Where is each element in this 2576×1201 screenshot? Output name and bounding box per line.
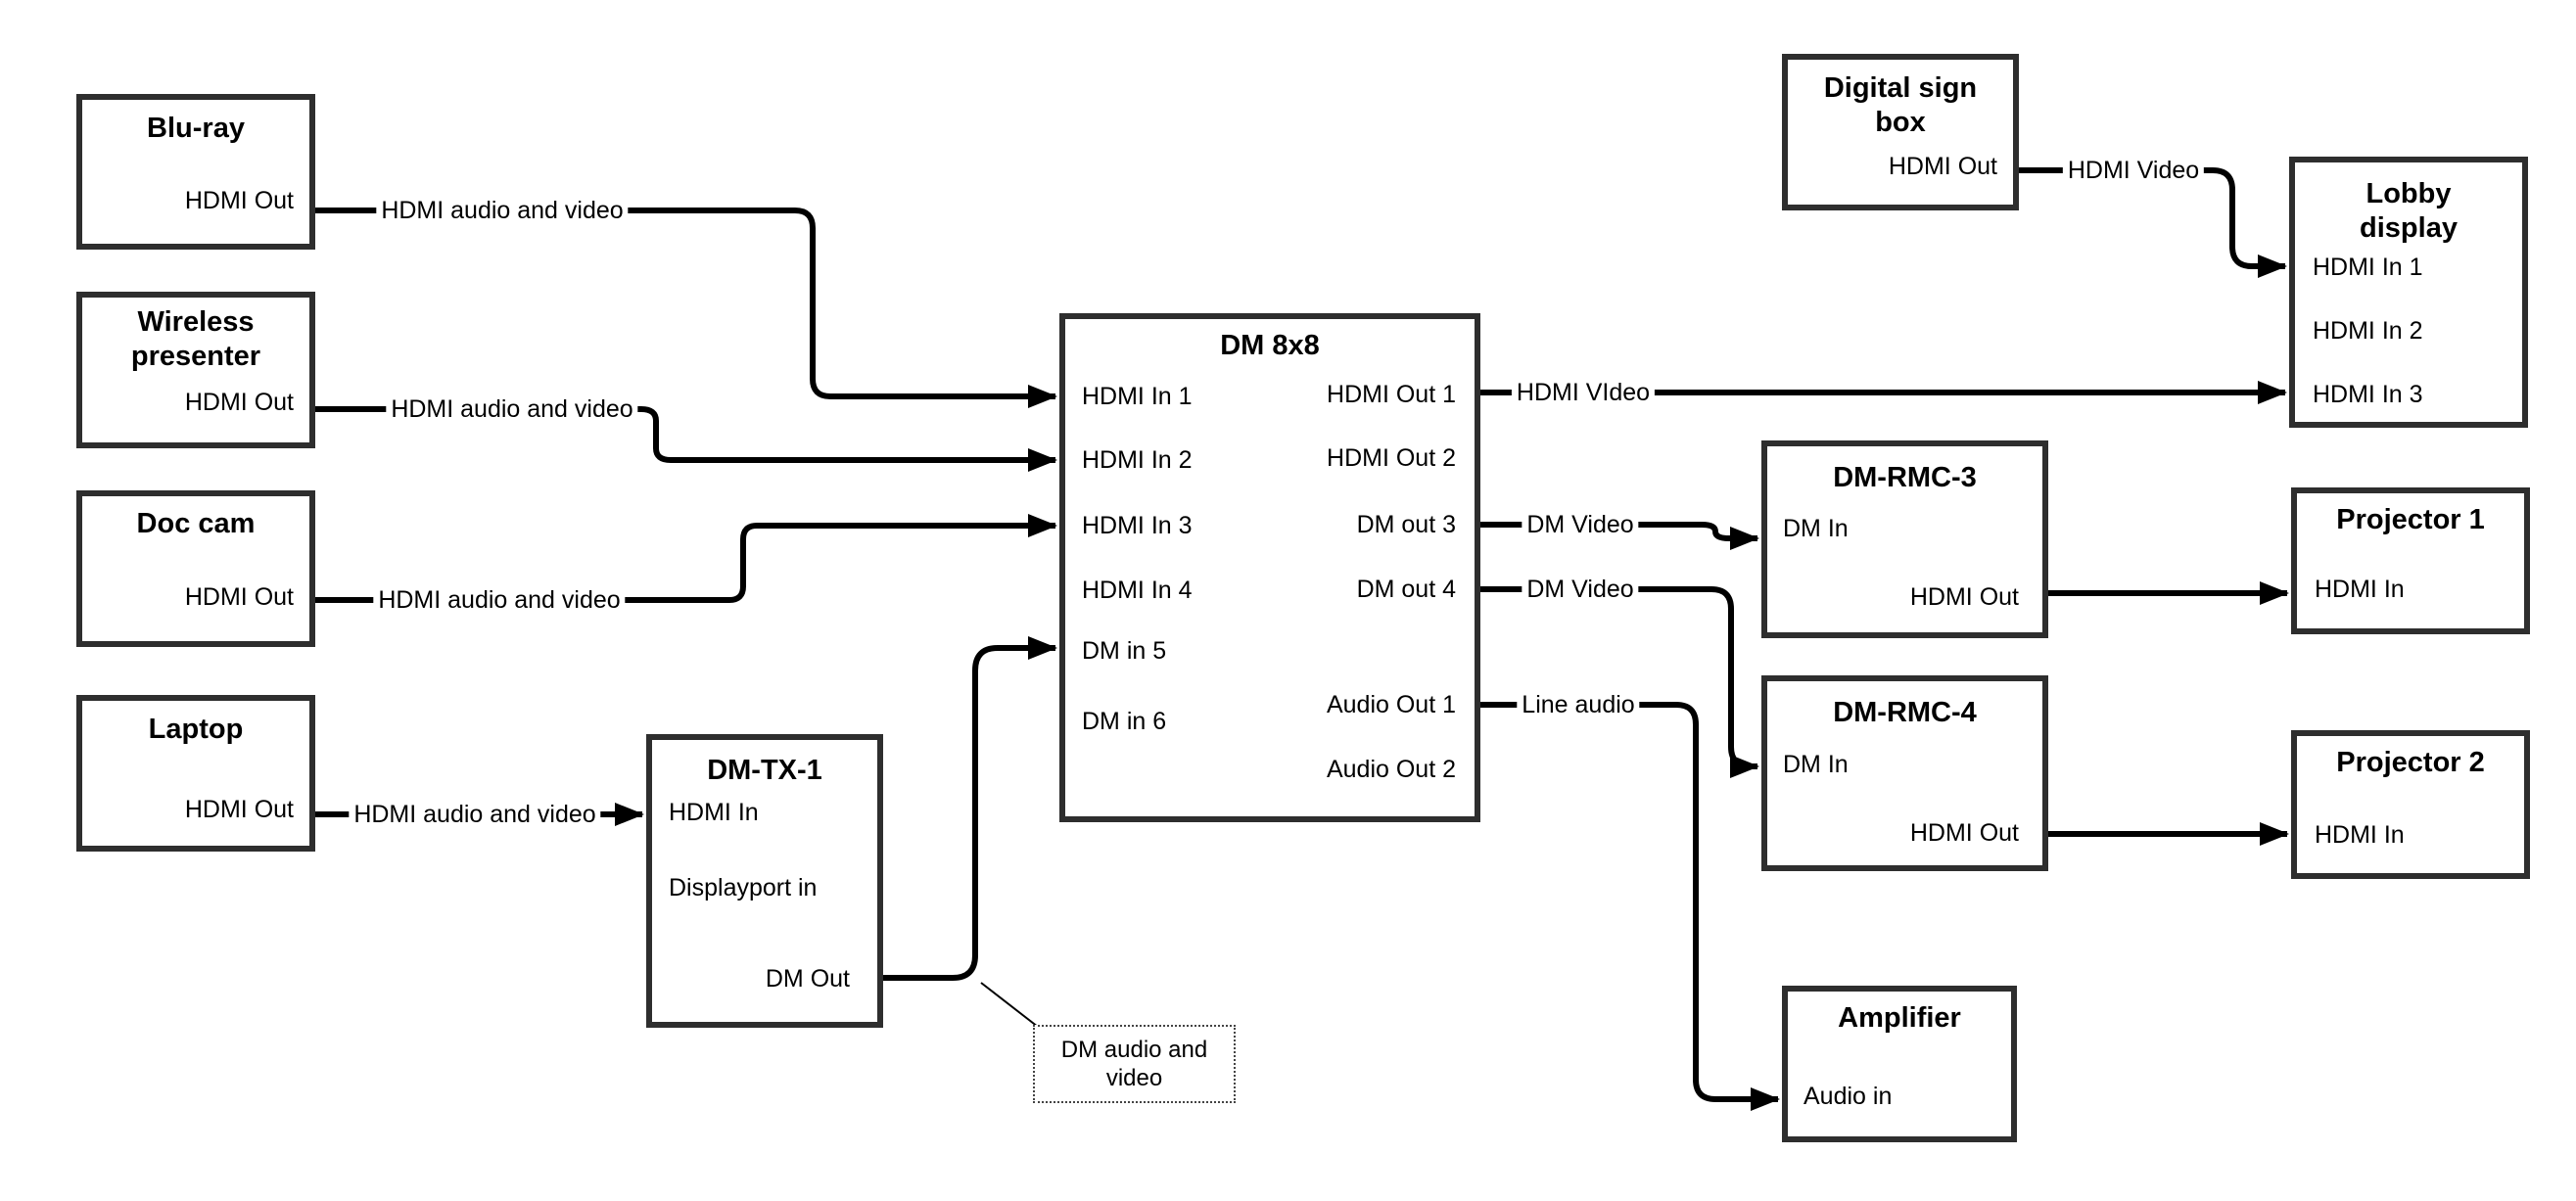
wire-label-dm-out4: DM Video bbox=[1522, 575, 1639, 604]
node-doc-cam-title: Doc cam bbox=[136, 508, 256, 539]
port-dmtx1-dm-out: DM Out bbox=[765, 965, 850, 993]
node-dm-8x8: DM 8x8 HDMI In 1 HDMI In 2 HDMI In 3 HDM… bbox=[1059, 313, 1480, 822]
port-lobby-hdmi-in-1: HDMI In 1 bbox=[2313, 254, 2423, 281]
node-digital-sign-box-title: Digital sign box bbox=[1823, 72, 1978, 138]
port-dm8x8-dm-out-3: DM out 3 bbox=[1356, 511, 1456, 538]
wire-dm8x8-out3-to-dmrmc3 bbox=[1480, 522, 1759, 550]
node-amplifier-title: Amplifier bbox=[1838, 1002, 1961, 1034]
node-dm-tx-1-title: DM-TX-1 bbox=[707, 755, 822, 786]
node-dm-tx-1: DM-TX-1 HDMI In Displayport in DM Out bbox=[646, 734, 883, 1028]
port-dmtx1-displayport-in: Displayport in bbox=[669, 874, 818, 901]
wire-bluray-to-dm8x8-in1 bbox=[315, 208, 1057, 408]
port-dm8x8-hdmi-out-2: HDMI Out 2 bbox=[1327, 444, 1456, 472]
node-projector-2: Projector 2 HDMI In bbox=[2291, 730, 2530, 879]
port-doccam-hdmi-out: HDMI Out bbox=[184, 583, 294, 611]
wire-dm8x8-out4-to-dmrmc4 bbox=[1480, 586, 1759, 778]
node-bluray-title: Blu-ray bbox=[147, 113, 245, 144]
wire-dmtx1-to-dm8x8-in5 bbox=[883, 636, 1057, 981]
port-dm8x8-hdmi-out-1: HDMI Out 1 bbox=[1327, 381, 1456, 408]
port-lobby-hdmi-in-3: HDMI In 3 bbox=[2313, 381, 2423, 408]
wire-label-doccam: HDMI audio and video bbox=[373, 585, 626, 615]
node-amplifier: Amplifier Audio in bbox=[1782, 986, 2017, 1142]
node-laptop: Laptop HDMI Out bbox=[76, 695, 315, 852]
wire-label-wireless: HDMI audio and video bbox=[386, 394, 638, 424]
wire-doccam-to-dm8x8-in3 bbox=[315, 514, 1057, 603]
wire-signbox-to-lobby-in1 bbox=[2019, 167, 2287, 278]
port-lobby-hdmi-in-2: HDMI In 2 bbox=[2313, 317, 2423, 345]
port-dm8x8-dm-in-5: DM in 5 bbox=[1082, 637, 1167, 665]
wire-dm8x8-aout1-to-amplifier bbox=[1480, 702, 1780, 1111]
node-wireless-presenter: Wireless presenter HDMI Out bbox=[76, 292, 315, 448]
wire-label-audio-out1: Line audio bbox=[1517, 690, 1640, 719]
node-dm-rmc-3-title: DM-RMC-3 bbox=[1833, 462, 1977, 493]
node-bluray: Blu-ray HDMI Out bbox=[76, 94, 315, 250]
port-bluray-hdmi-out: HDMI Out bbox=[184, 187, 294, 214]
port-dm8x8-hdmi-in-2: HDMI In 2 bbox=[1082, 446, 1193, 474]
node-lobby-display: Lobby display HDMI In 1 HDMI In 2 HDMI I… bbox=[2289, 157, 2528, 428]
wire-wireless-to-dm8x8-in2 bbox=[315, 406, 1057, 472]
port-dmtx1-hdmi-in: HDMI In bbox=[669, 799, 759, 826]
port-dmrmc3-dm-in: DM In bbox=[1783, 515, 1849, 542]
port-proj1-hdmi-in: HDMI In bbox=[2315, 576, 2405, 603]
node-dm-rmc-4-title: DM-RMC-4 bbox=[1833, 697, 1977, 728]
port-signbox-hdmi-out: HDMI Out bbox=[1888, 153, 1997, 180]
note-callout-line bbox=[980, 982, 1039, 1028]
port-dm8x8-hdmi-in-4: HDMI In 4 bbox=[1082, 577, 1193, 604]
node-digital-sign-box: Digital sign box HDMI Out bbox=[1782, 54, 2019, 210]
port-dm8x8-hdmi-in-1: HDMI In 1 bbox=[1082, 383, 1193, 410]
node-doc-cam: Doc cam HDMI Out bbox=[76, 490, 315, 647]
port-wireless-hdmi-out: HDMI Out bbox=[184, 389, 294, 416]
port-dmrmc4-hdmi-out: HDMI Out bbox=[1909, 819, 2019, 847]
port-laptop-hdmi-out: HDMI Out bbox=[184, 796, 294, 823]
port-dm8x8-dm-in-6: DM in 6 bbox=[1082, 708, 1167, 735]
wire-label-hdmi-out1: HDMI VIdeo bbox=[1511, 378, 1656, 407]
note-dm-audio-video-text: DM audio and video bbox=[1060, 1037, 1208, 1091]
node-projector-1: Projector 1 HDMI In bbox=[2291, 487, 2530, 634]
port-dmrmc4-dm-in: DM In bbox=[1783, 751, 1849, 778]
node-projector-2-title: Projector 2 bbox=[2336, 747, 2485, 778]
node-laptop-title: Laptop bbox=[148, 714, 244, 745]
port-amp-audio-in: Audio in bbox=[1803, 1083, 1893, 1110]
node-dm-8x8-title: DM 8x8 bbox=[1220, 330, 1320, 361]
wire-label-laptop: HDMI audio and video bbox=[349, 800, 601, 829]
wire-label-dm-out3: DM Video bbox=[1522, 510, 1639, 539]
port-dm8x8-audio-out-2: Audio Out 2 bbox=[1326, 756, 1456, 783]
node-dm-rmc-4: DM-RMC-4 DM In HDMI Out bbox=[1761, 675, 2048, 871]
node-wireless-presenter-title: Wireless presenter bbox=[130, 306, 261, 372]
port-dm8x8-audio-out-1: Audio Out 1 bbox=[1326, 691, 1456, 718]
port-proj2-hdmi-in: HDMI In bbox=[2315, 821, 2405, 849]
node-lobby-display-title: Lobby display bbox=[2360, 178, 2458, 244]
port-dmrmc3-hdmi-out: HDMI Out bbox=[1909, 583, 2019, 611]
node-dm-rmc-3: DM-RMC-3 DM In HDMI Out bbox=[1761, 440, 2048, 638]
note-dm-audio-video: DM audio and video bbox=[1033, 1025, 1236, 1103]
port-dm8x8-dm-out-4: DM out 4 bbox=[1356, 576, 1456, 603]
wire-label-signbox: HDMI Video bbox=[2062, 156, 2205, 185]
node-projector-1-title: Projector 1 bbox=[2336, 504, 2485, 535]
wire-label-bluray: HDMI audio and video bbox=[376, 196, 629, 225]
port-dm8x8-hdmi-in-3: HDMI In 3 bbox=[1082, 512, 1193, 539]
